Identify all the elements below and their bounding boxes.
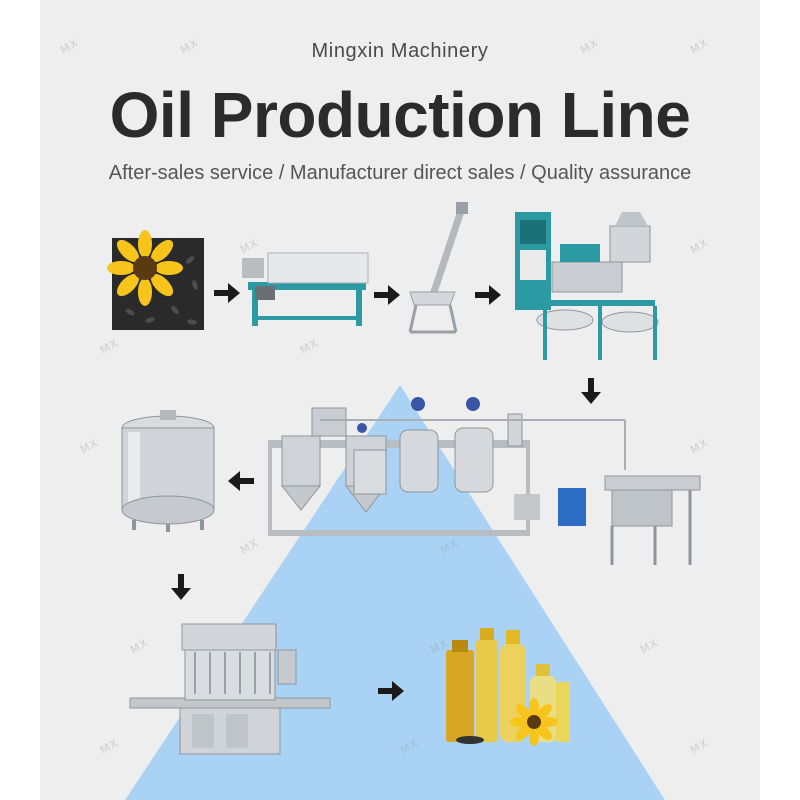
- arrow-down-icon: [171, 574, 191, 600]
- screw-conveyor-icon: [408, 202, 468, 334]
- arrow-right-icon: [475, 285, 501, 305]
- sunflower-seeds-icon: [107, 230, 204, 330]
- arrow-right-icon: [378, 681, 404, 701]
- storage-tank-icon: [121, 410, 215, 532]
- arrow-left-icon: [228, 471, 254, 491]
- brand-name: Mingxin Machinery: [311, 40, 489, 62]
- roaster-machine-icon: [242, 252, 369, 326]
- page-subtitle: After-sales service / Manufacturer direc…: [108, 162, 692, 184]
- oil-press-icon: [515, 212, 659, 360]
- oil-bottles-icon: [446, 628, 570, 746]
- refinery-line-icon: [268, 397, 701, 565]
- arrow-right-icon: [214, 283, 240, 303]
- arrow-down-icon: [581, 378, 601, 404]
- arrow-right-icon: [374, 285, 400, 305]
- filling-machine-icon: [129, 623, 331, 755]
- page-title: Oil Production Line: [109, 79, 691, 151]
